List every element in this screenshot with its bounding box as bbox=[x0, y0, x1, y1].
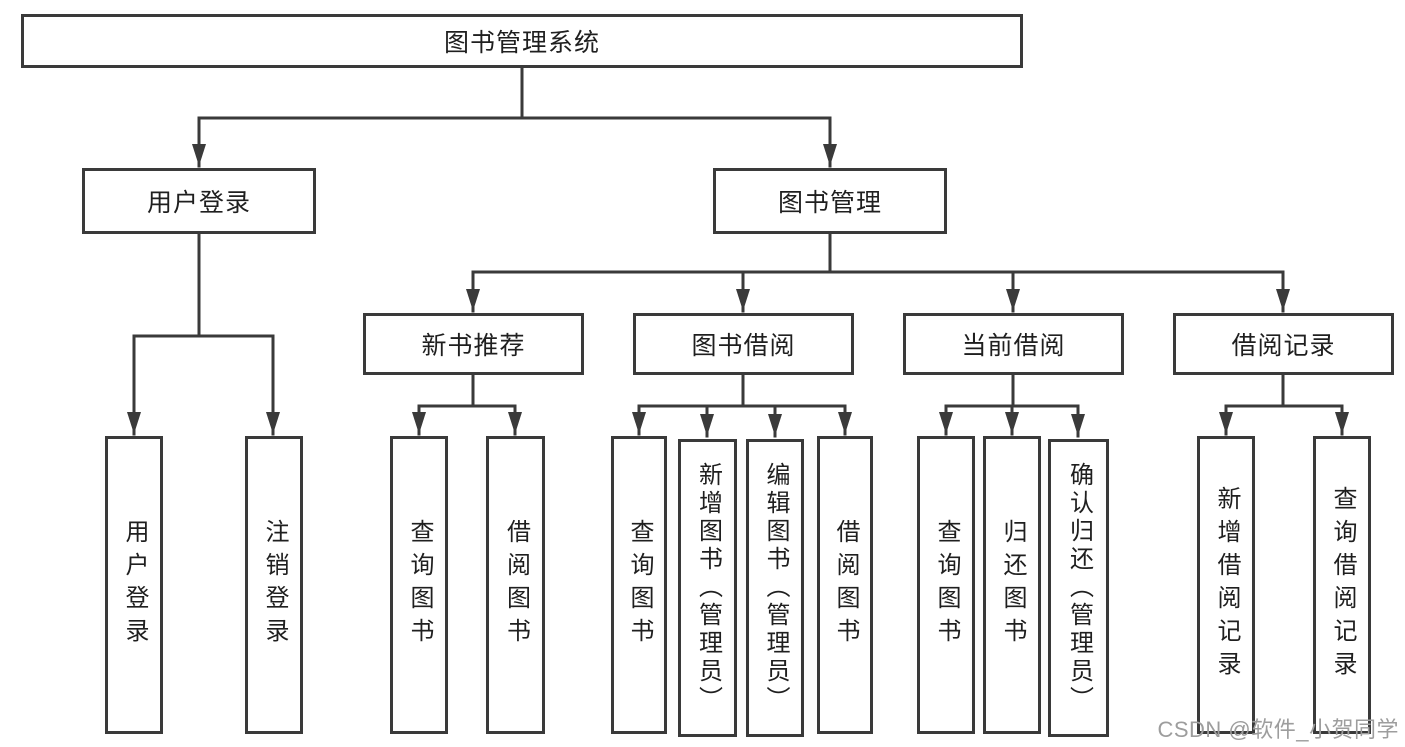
leaf-return-books: 归还图书 bbox=[983, 436, 1041, 734]
root-node-library-system: 图书管理系统 bbox=[21, 14, 1023, 68]
section-new-book-recommend: 新书推荐 bbox=[363, 313, 584, 375]
leaf-user-login: 用户登录 bbox=[105, 436, 163, 734]
leaf-query-books-borrow: 查询图书 bbox=[611, 436, 667, 734]
csdn-watermark: CSDN @软件_小贺同学 bbox=[1157, 717, 1399, 742]
leaf-query-borrow-record: 查询借阅记录 bbox=[1313, 436, 1371, 734]
leaf-add-borrow-record: 新增借阅记录 bbox=[1197, 436, 1255, 734]
section-book-borrow: 图书借阅 bbox=[633, 313, 854, 375]
leaf-add-books-admin: 新增图书（管理员） bbox=[678, 439, 737, 737]
section-borrow-records: 借阅记录 bbox=[1173, 313, 1394, 375]
leaf-borrow-books-recommend: 借阅图书 bbox=[486, 436, 545, 734]
branch-book-management: 图书管理 bbox=[713, 168, 947, 234]
branch-user-login: 用户登录 bbox=[82, 168, 316, 234]
leaf-edit-books-admin: 编辑图书（管理员） bbox=[746, 439, 804, 737]
leaf-borrow-books: 借阅图书 bbox=[817, 436, 873, 734]
leaf-confirm-return-admin: 确认归还（管理员） bbox=[1048, 439, 1109, 737]
section-current-borrow: 当前借阅 bbox=[903, 313, 1124, 375]
leaf-query-books-recommend: 查询图书 bbox=[390, 436, 448, 734]
leaf-logout: 注销登录 bbox=[245, 436, 303, 734]
leaf-query-books-current: 查询图书 bbox=[917, 436, 975, 734]
